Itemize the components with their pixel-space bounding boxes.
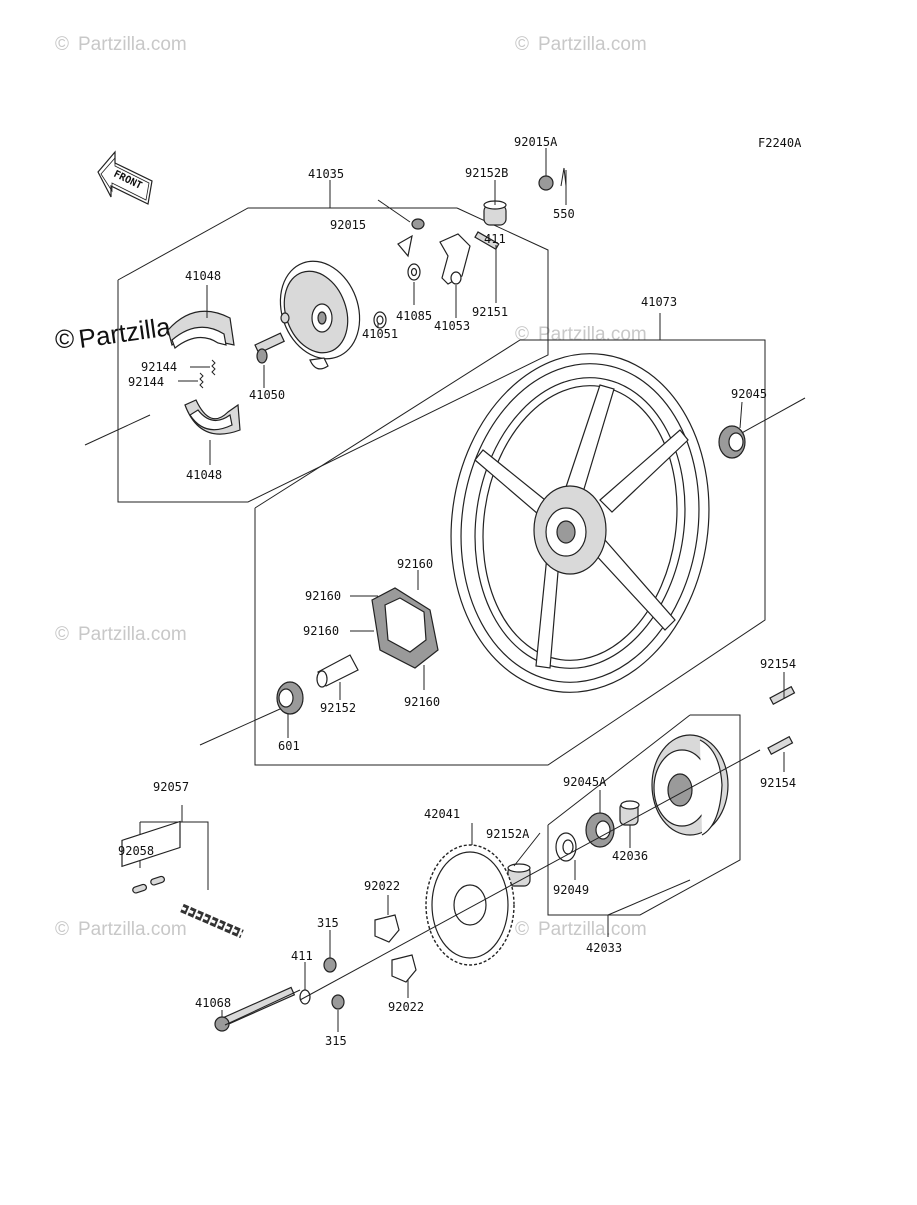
watermark-text: Partzilla.com	[78, 34, 187, 55]
watermark-text: Partzilla.com	[538, 324, 647, 345]
watermark-copyright: ©	[55, 919, 69, 940]
part-label: 550	[553, 207, 575, 221]
part-label: 41048	[185, 269, 221, 283]
watermark-copyright: ©	[55, 624, 69, 645]
bearing-icon	[718, 425, 746, 459]
brake-shoe-bottom	[184, 399, 241, 435]
washer-icon	[407, 263, 421, 281]
nut-icon	[411, 218, 425, 230]
chain-icon	[180, 903, 244, 939]
part-label: 41050	[249, 388, 285, 402]
part-label: 41048	[186, 468, 222, 482]
wheel-icon	[450, 353, 710, 693]
part-label: 92058	[118, 844, 154, 858]
front-arrow-icon: FRONT	[97, 150, 153, 205]
part-label: 92015A	[514, 135, 558, 149]
watermark-text: Partzilla.com	[538, 34, 647, 55]
part-label: 92152	[320, 701, 356, 715]
part-label: 92144	[128, 375, 164, 389]
part-label: 92022	[364, 879, 400, 893]
part-label: 92057	[153, 780, 189, 794]
indicator-plate-icon	[397, 234, 413, 258]
part-label: 92160	[305, 589, 341, 603]
bolt-icon	[474, 231, 500, 251]
sprocket-coupling-icon	[651, 734, 729, 836]
sprocket-icon	[425, 844, 515, 966]
brake-panel-group-box	[84, 180, 549, 503]
part-label: 92152A	[486, 827, 530, 841]
part-label: 315	[325, 1034, 347, 1048]
part-label: 92160	[404, 695, 440, 709]
part-label: 42041	[424, 807, 460, 821]
part-label: 411	[291, 949, 313, 963]
part-label: 92045	[731, 387, 767, 401]
brake-shoe-top	[167, 310, 235, 349]
part-label: 92152B	[465, 166, 508, 180]
part-label: 92154	[760, 657, 796, 671]
part-label: 92154	[760, 776, 796, 790]
part-label: 41053	[434, 319, 470, 333]
leader-lines	[178, 148, 785, 1032]
collar-icon	[507, 863, 531, 887]
watermark-copyright: ©	[515, 34, 529, 55]
bearing-icon	[276, 681, 304, 715]
part-label: 601	[278, 739, 300, 753]
part-labels: 41035 92015A 92152B 92015 411 550 41048 …	[118, 135, 796, 1048]
watermark-copyright: ©	[55, 34, 69, 55]
part-label: 92160	[397, 557, 433, 571]
lock-washer-icon	[374, 914, 400, 943]
cotter-pin-icon	[560, 167, 567, 187]
spring-icon	[199, 359, 216, 389]
part-label: 92015	[330, 218, 366, 232]
part-label: 92045A	[563, 775, 607, 789]
nut-icon	[331, 994, 345, 1010]
oil-seal-icon	[555, 832, 577, 862]
seal-icon	[373, 311, 387, 329]
part-label: 92151	[472, 305, 508, 319]
part-label: 42033	[586, 941, 622, 955]
part-label: 92022	[388, 1000, 424, 1014]
part-label: 92049	[553, 883, 589, 897]
brake-lever-icon	[439, 233, 471, 285]
part-label: 41085	[396, 309, 432, 323]
part-label: 411	[484, 232, 506, 246]
part-label: 41035	[308, 167, 344, 181]
watermark-text: Partzilla.com	[78, 624, 187, 645]
stud-bolt-icon	[767, 735, 794, 755]
master-link-icon	[121, 820, 181, 894]
castle-nut-icon	[538, 175, 554, 191]
part-label: 41051	[362, 327, 398, 341]
brake-panel-icon	[279, 260, 361, 370]
collar-icon	[619, 800, 640, 826]
part-label: 42036	[612, 849, 648, 863]
watermark-text: Partzilla.com	[538, 919, 647, 940]
watermark-text: Partzilla.com	[78, 919, 187, 940]
watermark-copyright-dark: ©	[55, 324, 74, 354]
part-label: 41068	[195, 996, 231, 1010]
part-label: 92144	[141, 360, 177, 374]
figure-code: F2240A	[758, 136, 802, 150]
lock-washer-icon	[391, 954, 417, 983]
axle-icon	[214, 986, 296, 1032]
part-label: 315	[317, 916, 339, 930]
spacer-icon	[316, 654, 359, 688]
part-label: 41073	[641, 295, 677, 309]
hub-damper-icon	[371, 587, 439, 669]
brake-cam-icon	[254, 332, 285, 364]
sprocket-hub-group-box	[547, 714, 741, 937]
part-label: 92160	[303, 624, 339, 638]
nut-icon	[323, 957, 337, 973]
stud-bolt-icon	[769, 685, 796, 705]
watermark-copyright: ©	[515, 919, 529, 940]
